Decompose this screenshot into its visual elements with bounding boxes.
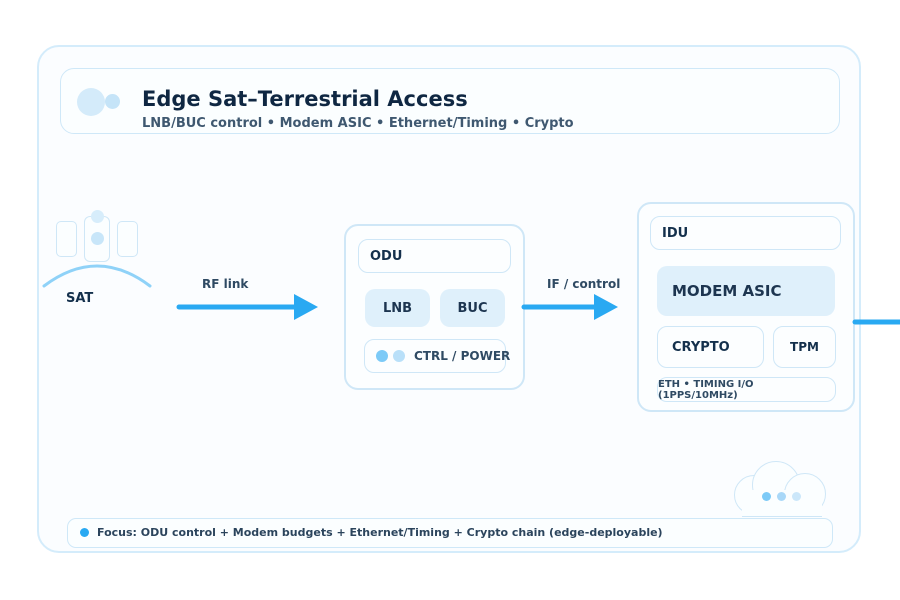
crypto-block: CRYPTO <box>657 326 764 368</box>
modem-asic-block: MODEM ASIC <box>657 266 835 316</box>
tpm-block: TPM <box>773 326 836 368</box>
satellite-panel-left <box>56 221 77 257</box>
rf-link-label: RF link <box>202 277 249 291</box>
focus-bullet-icon <box>80 528 89 537</box>
odu-title: ODU <box>358 239 511 273</box>
focus-footer <box>67 518 833 548</box>
logo-circle-small <box>105 94 120 109</box>
if-control-label: IF / control <box>547 277 621 291</box>
logo-circle-large <box>77 88 105 116</box>
cloud-dot-1 <box>762 492 771 501</box>
satellite-core-dot <box>91 232 104 245</box>
header-card <box>60 68 840 134</box>
focus-footer-text: Focus: ODU control + Modem budgets + Eth… <box>97 526 663 539</box>
page-title: Edge Sat–Terrestrial Access <box>142 87 468 111</box>
ctrl-indicator-dot <box>376 350 388 362</box>
cloud-dot-3 <box>792 492 801 501</box>
eth-timing-block: ETH • TIMING I/O (1PPS/10MHz) <box>657 377 836 402</box>
satellite-label: SAT <box>66 291 94 306</box>
ctrl-power-label: CTRL / POWER <box>414 349 511 363</box>
power-indicator-dot <box>393 350 405 362</box>
satellite-panel-right <box>117 221 138 257</box>
cloud-dot-2 <box>777 492 786 501</box>
lnb-block: LNB <box>365 289 430 327</box>
idu-title: IDU <box>650 216 841 250</box>
satellite-antenna-dot <box>91 210 104 223</box>
page-subtitle: LNB/BUC control • Modem ASIC • Ethernet/… <box>142 116 574 131</box>
buc-block: BUC <box>440 289 505 327</box>
